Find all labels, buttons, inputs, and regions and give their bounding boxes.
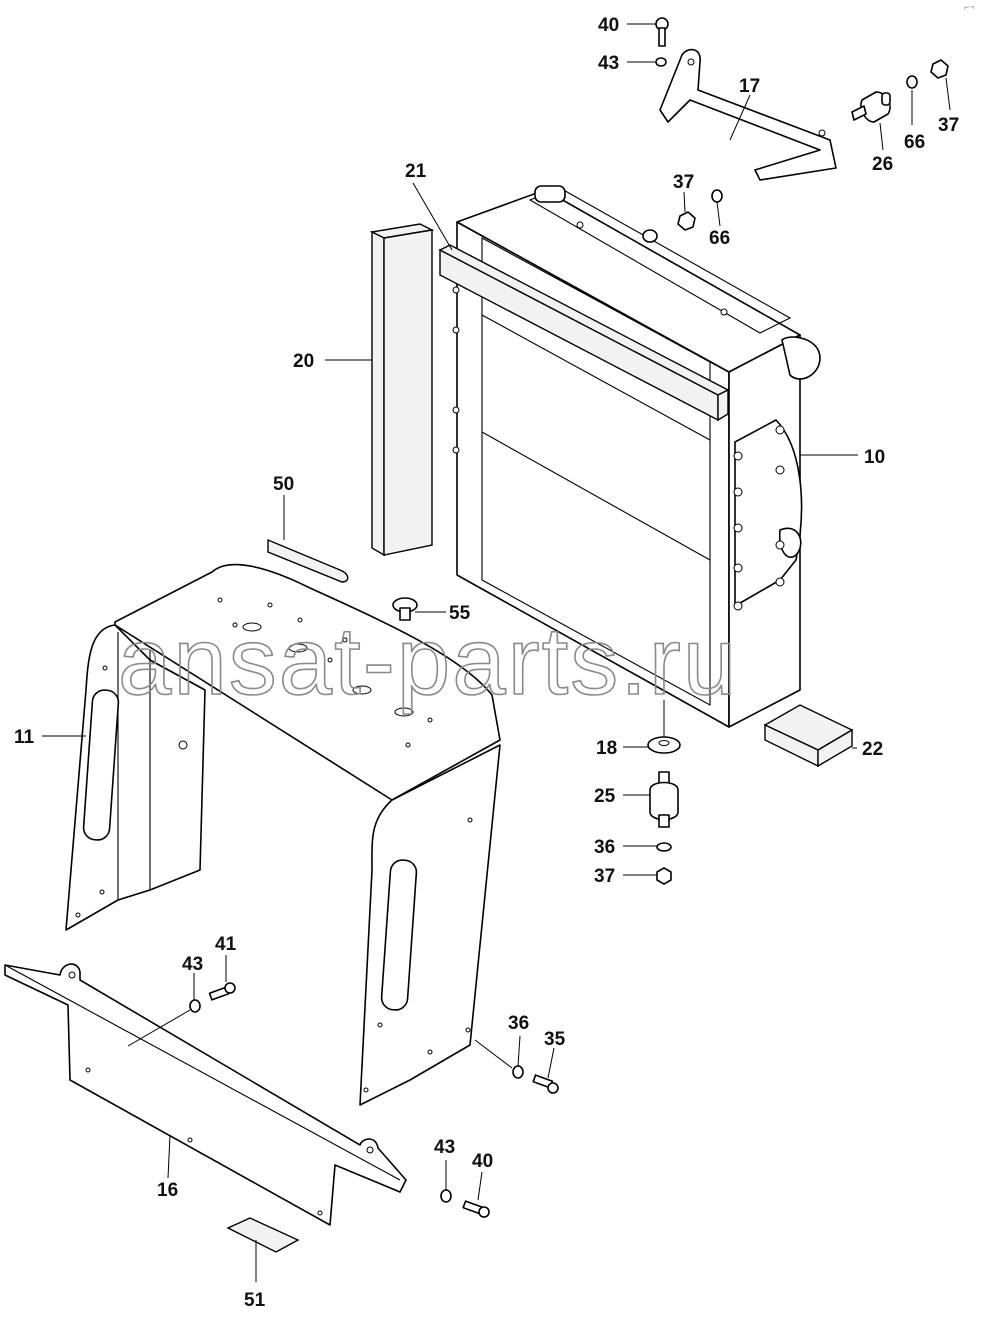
- callout-50: 50: [273, 474, 294, 495]
- callout-66-top: 66: [904, 132, 925, 153]
- callout-18: 18: [596, 738, 617, 759]
- callout-26: 26: [872, 154, 893, 175]
- callout-55: 55: [449, 603, 471, 624]
- callout-16: 16: [157, 1180, 178, 1201]
- callout-22: 22: [862, 739, 883, 760]
- callout-43-low: 43: [434, 1137, 455, 1158]
- callout-35: 35: [544, 1029, 566, 1050]
- foam-block-lower: [763, 704, 854, 768]
- callout-43-top: 43: [598, 53, 619, 74]
- callout-41: 41: [215, 934, 237, 955]
- callout-17: 17: [739, 76, 760, 97]
- callout-51: 51: [244, 1290, 266, 1311]
- callout-66-mid: 66: [709, 228, 730, 249]
- callout-11: 11: [14, 727, 35, 748]
- radiator-core: [452, 185, 821, 728]
- callout-36-right: 36: [594, 837, 615, 858]
- leader-lines: [42, 23, 951, 1282]
- callout-43-left: 43: [182, 954, 203, 975]
- callout-37-mid: 37: [673, 172, 694, 193]
- callout-37-low: 37: [594, 866, 615, 887]
- callout-37-top: 37: [938, 115, 959, 136]
- callout-25: 25: [594, 786, 616, 807]
- mounting-bracket: [659, 48, 837, 181]
- callout-40-low: 40: [472, 1151, 493, 1172]
- foam-block-vertical: [369, 223, 435, 557]
- rubber-mount-upper: [851, 91, 891, 123]
- callout-10: 10: [864, 447, 885, 468]
- callout-36-low: 36: [508, 1013, 529, 1034]
- seal-strip-51: [226, 1217, 300, 1253]
- callout-labels: 40 43 17 66 37 26 37 66 21 20 10 50 55 1…: [14, 15, 959, 1311]
- foam-strip-top: [438, 244, 730, 422]
- seal-strip-50: [267, 538, 349, 583]
- callout-40-top: 40: [598, 15, 619, 36]
- callout-20: 20: [293, 351, 314, 372]
- bottom-cover-plate: [4, 963, 407, 1226]
- callout-21: 21: [405, 161, 427, 182]
- corner-mark: ⌐¬: [964, 2, 975, 12]
- watermark-text: ansat-parts.ru: [118, 608, 738, 715]
- hardware-set: [189, 17, 949, 1218]
- radiator-shroud-frame: [65, 563, 501, 1106]
